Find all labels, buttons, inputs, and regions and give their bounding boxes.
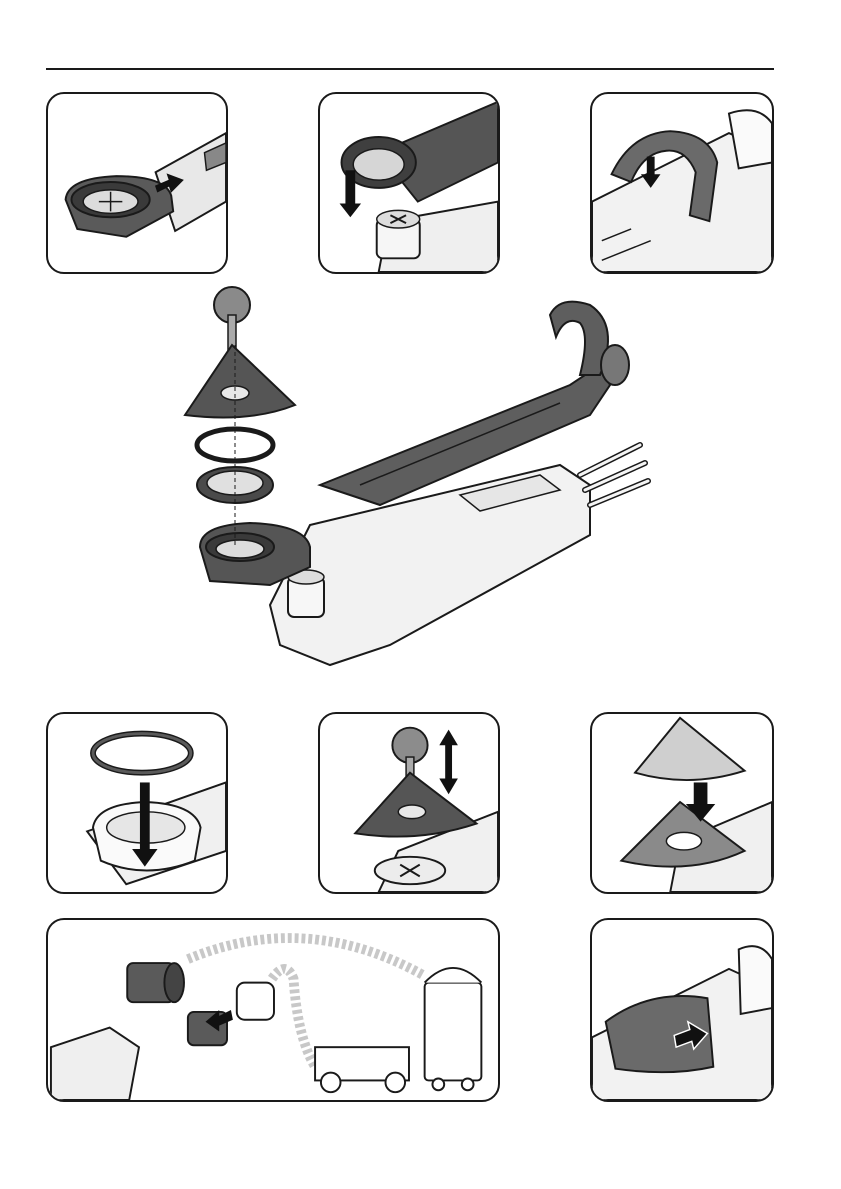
figure-panel-insert-ring bbox=[46, 712, 228, 894]
figure-panel-slide-clip bbox=[590, 918, 774, 1102]
attach-dust-extractor-icon bbox=[48, 94, 226, 272]
figure-panel-attach-extractor bbox=[46, 92, 228, 274]
insert-ring-icon bbox=[48, 714, 226, 892]
header-rule bbox=[46, 68, 774, 70]
exploded-assembly-icon bbox=[160, 285, 660, 705]
figure-panel-clip-holder bbox=[590, 92, 774, 274]
clip-holder-icon bbox=[592, 94, 772, 272]
connect-vacuum-icon bbox=[48, 920, 498, 1100]
figure-panel-connect-vacuum bbox=[46, 918, 500, 1102]
attach-sandpaper-icon bbox=[592, 714, 772, 892]
figure-panel-attach-sandpaper bbox=[590, 712, 774, 894]
lower-dust-extractor-icon bbox=[320, 94, 498, 272]
slide-clip-icon bbox=[592, 920, 772, 1100]
fasten-screw-icon bbox=[320, 714, 498, 892]
figure-panel-lower-extractor bbox=[318, 92, 500, 274]
figure-panel-fasten-screw bbox=[318, 712, 500, 894]
